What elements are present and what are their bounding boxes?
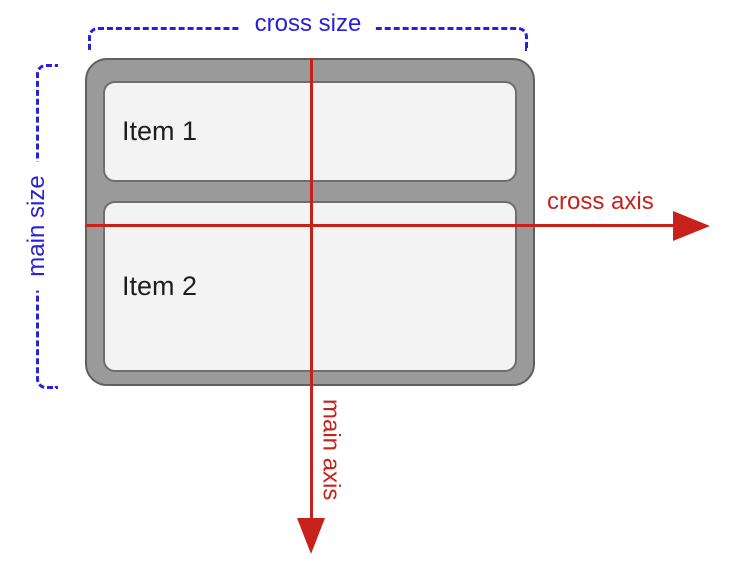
- cross-axis-arrowhead-icon: [673, 211, 710, 241]
- main-size-label: main size: [23, 161, 51, 291]
- cross-size-label: cross size: [240, 10, 376, 38]
- flex-item-1-label: Item 1: [122, 116, 198, 146]
- main-axis-label: main axis: [317, 399, 345, 501]
- main-axis-line: [310, 58, 313, 519]
- flex-item-2-label: Item 2: [122, 271, 198, 301]
- main-axis-arrowhead-icon: [297, 518, 325, 554]
- cross-axis-label: cross axis: [547, 188, 654, 215]
- cross-axis-line: [86, 224, 675, 227]
